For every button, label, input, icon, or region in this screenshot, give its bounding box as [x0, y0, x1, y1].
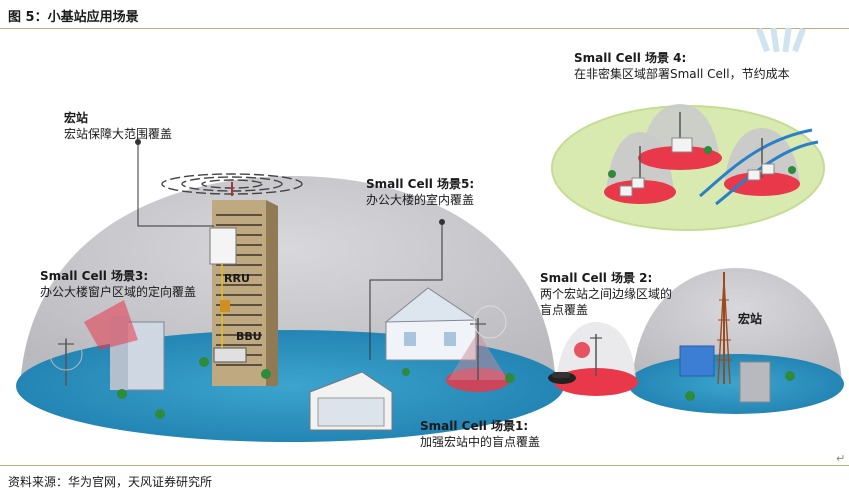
macro-title: 宏站	[64, 111, 89, 125]
scene2-coverage-zone	[554, 368, 638, 396]
scene4-label: Small Cell 场景 4: 在非密集区域部署Small Cell，节约成本	[574, 50, 790, 82]
car-icon	[548, 372, 576, 384]
scene2-desc-line1: 两个宏站之间边缘区域的	[540, 287, 673, 301]
paragraph-mark-icon: ↵	[836, 452, 846, 465]
figure-title: 图 5：小基站应用场景	[8, 10, 139, 25]
house-icon	[619, 137, 775, 197]
rru-label: RRU	[224, 272, 250, 285]
scene1-title: Small Cell 场景1:	[420, 419, 529, 433]
scene1-desc: 加强宏站中的盲点覆盖	[420, 435, 541, 449]
scene2-title: Small Cell 场景 2:	[540, 271, 653, 285]
second-macro-label: 宏站	[738, 312, 763, 326]
bbu-label: BBU	[236, 330, 262, 343]
indoor-office-house	[384, 287, 478, 361]
signal-decoration	[756, 27, 806, 53]
scene4-title: Small Cell 场景 4:	[574, 51, 687, 65]
macro-desc: 宏站保障大范围覆盖	[64, 127, 173, 141]
scene3-label: Small Cell 场景3: 办公大楼窗户区域的定向覆盖	[40, 268, 196, 300]
office-tower	[209, 200, 278, 386]
scene2-label: Small Cell 场景 2: 两个宏站之间边缘区域的 盲点覆盖	[540, 270, 672, 318]
second-macro-ground	[628, 354, 844, 414]
figure-source: 资料来源：华为官网，天风证券研究所	[8, 475, 213, 489]
scene3-title: Small Cell 场景3:	[40, 269, 149, 283]
macro-label: 宏站 宏站保障大范围覆盖	[64, 110, 172, 142]
scene5-title: Small Cell 场景5:	[366, 177, 475, 191]
scene4-desc: 在非密集区域部署Small Cell，节约成本	[574, 67, 790, 81]
scene5-desc: 办公大楼的室内覆盖	[366, 193, 475, 207]
second-macro-tower	[679, 272, 771, 403]
tree-icons	[117, 146, 796, 419]
scene1-small-cell	[446, 305, 510, 392]
scene1-label: Small Cell 场景1: 加强宏站中的盲点覆盖	[420, 418, 540, 450]
top-rule	[0, 28, 849, 29]
scene2-desc-line2: 盲点覆盖	[540, 303, 589, 317]
scene5-label: Small Cell 场景5: 办公大楼的室内覆盖	[366, 176, 474, 208]
window-office-building	[49, 300, 165, 391]
scene3-desc: 办公大楼窗户区域的定向覆盖	[40, 285, 197, 299]
bottom-rule	[0, 465, 849, 466]
indoor-cutaway	[309, 371, 393, 431]
